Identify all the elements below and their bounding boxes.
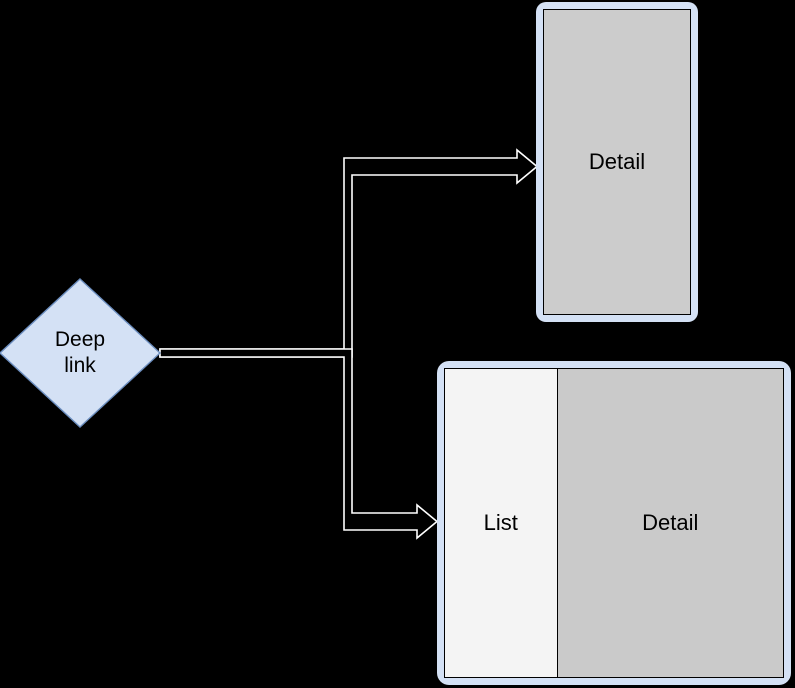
phone-detail-pane: Detail — [544, 10, 690, 314]
tablet-screen: List Detail — [444, 368, 784, 678]
node-phone-detail[interactable]: Detail — [536, 2, 698, 322]
phone-screen: Detail — [543, 9, 691, 315]
edge-deeplink-to-detail — [159, 148, 539, 358]
node-deep-link[interactable]: Deep link — [0, 278, 161, 428]
tablet-detail-pane: Detail — [557, 369, 783, 677]
edge-deeplink-to-list-detail — [159, 348, 439, 540]
diamond-shape — [0, 278, 161, 428]
node-tablet-list-detail[interactable]: List Detail — [437, 361, 791, 685]
tablet-list-pane: List — [445, 369, 558, 677]
